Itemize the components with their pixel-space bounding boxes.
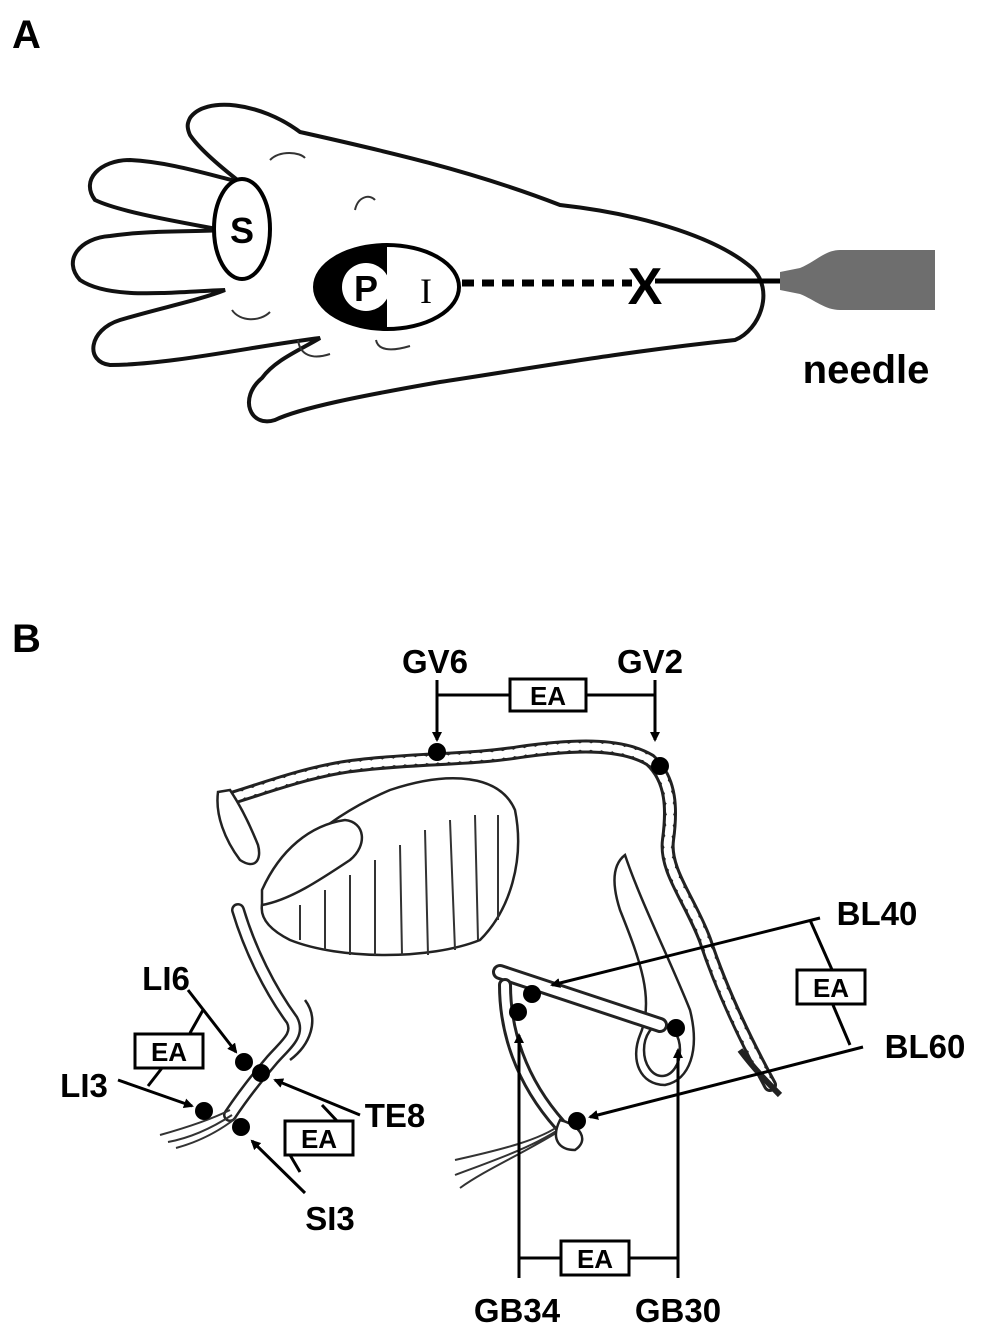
label-si3: SI3 — [305, 1200, 355, 1237]
arrow-li3 — [118, 1080, 192, 1106]
label-li3: LI3 — [60, 1067, 108, 1104]
point-gv6 — [428, 743, 446, 761]
ea-label-te-si: EA — [301, 1124, 337, 1154]
point-li3 — [195, 1102, 213, 1120]
point-gb34 — [509, 1003, 527, 1021]
panel-b: B — [12, 617, 965, 1329]
ea-label-gb: EA — [577, 1244, 613, 1274]
label-te8: TE8 — [365, 1097, 426, 1134]
point-li6 — [235, 1053, 253, 1071]
needle-hub — [780, 250, 935, 310]
ea-label-bl: EA — [813, 973, 849, 1003]
arrow-te8 — [275, 1080, 360, 1115]
point-gv2 — [651, 757, 669, 775]
arrow-bl60 — [590, 1047, 863, 1117]
point-te8 — [252, 1064, 270, 1082]
label-li6: LI6 — [142, 960, 190, 997]
label-gb34: GB34 — [474, 1292, 561, 1329]
ea-label-gv: EA — [530, 681, 566, 711]
p-zone-label: P — [354, 268, 378, 309]
panel-a-label: A — [12, 13, 41, 57]
point-bl40 — [523, 985, 541, 1003]
point-si3 — [232, 1118, 250, 1136]
label-gb30: GB30 — [635, 1292, 721, 1329]
ea-label-li: EA — [151, 1037, 187, 1067]
label-bl40: BL40 — [837, 895, 918, 932]
s-zone-label: S — [230, 210, 254, 251]
needle-label: needle — [803, 348, 930, 392]
point-gb30 — [667, 1019, 685, 1037]
label-bl60: BL60 — [885, 1028, 966, 1065]
point-bl60 — [568, 1112, 586, 1130]
label-gv2: GV2 — [617, 643, 683, 680]
i-zone-label: I — [420, 271, 432, 311]
panel-a: A S P I X needle — [12, 13, 935, 421]
arrow-bl40 — [552, 918, 820, 985]
rat-skeleton-drawing — [160, 747, 780, 1188]
panel-b-label: B — [12, 617, 41, 661]
label-gv6: GV6 — [402, 643, 468, 680]
insertion-mark: X — [628, 258, 663, 316]
